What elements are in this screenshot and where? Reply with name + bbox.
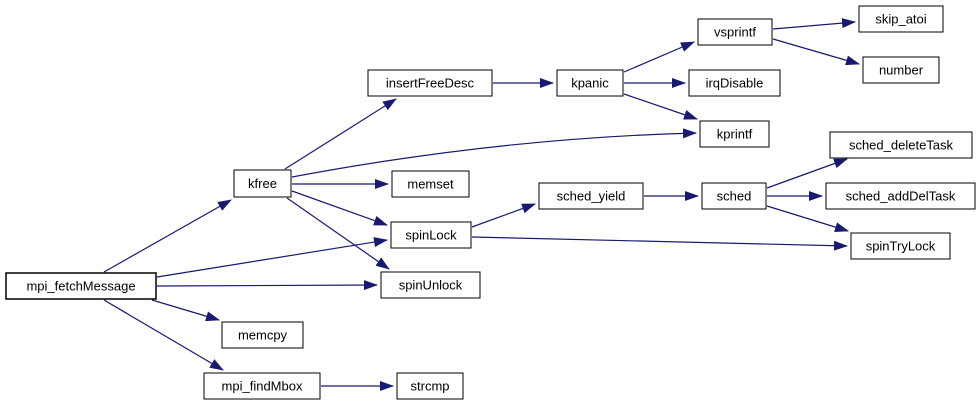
node-box[interactable]	[233, 169, 292, 198]
node-box[interactable]	[699, 120, 770, 148]
edge-kfree-to-insertFreeDesc	[284, 98, 397, 170]
node-spinUnlock[interactable]: spinUnlock	[380, 271, 481, 299]
node-kprintf[interactable]: kprintf	[699, 120, 770, 148]
node-skip_atoi[interactable]: skip_atoi	[858, 5, 944, 33]
node-box[interactable]	[688, 69, 781, 97]
edge-vsprintf-to-skip_atoi	[772, 18, 856, 30]
node-label: sched_addDelTask	[846, 189, 956, 204]
node-label: spinTryLock	[866, 239, 936, 254]
node-label: spinLock	[405, 228, 457, 243]
node-irqDisable[interactable]: irqDisable	[688, 69, 781, 97]
node-box	[5, 272, 157, 300]
node-label: kprintf	[717, 127, 753, 142]
node-box[interactable]	[697, 18, 773, 46]
node-label: mpi_findMbox	[222, 379, 303, 394]
edge-mpi_fetchMessage-to-memcpy	[151, 299, 220, 322]
node-box[interactable]	[367, 69, 493, 97]
node-label: kfree	[248, 176, 277, 191]
node-label: mpi_fetchMessage	[26, 279, 135, 294]
node-sched_deleteTask[interactable]: sched_deleteTask	[829, 131, 973, 159]
node-strcmp[interactable]: strcmp	[396, 372, 464, 400]
edge-kpanic-to-kprintf	[623, 93, 698, 120]
node-label: memcpy	[238, 328, 288, 343]
edge-mpi_fetchMessage-to-spinLock	[156, 237, 388, 278]
edge-sched-to-spinTryLock	[766, 205, 849, 232]
node-spinLock[interactable]: spinLock	[390, 221, 472, 249]
node-label: kpanic	[571, 76, 609, 91]
node-box[interactable]	[396, 372, 464, 400]
node-box[interactable]	[862, 56, 940, 84]
node-label: strcmp	[411, 379, 450, 394]
node-box[interactable]	[391, 170, 470, 198]
node-insertFreeDesc[interactable]: insertFreeDesc	[367, 69, 493, 97]
node-label: number	[879, 63, 924, 78]
node-kfree[interactable]: kfree	[233, 169, 292, 198]
edge-sched-to-sched_deleteTask	[766, 158, 848, 189]
edge-mpi_fetchMessage-to-mpi_findMbox	[103, 299, 224, 371]
node-kpanic[interactable]: kpanic	[556, 69, 624, 97]
node-label: sched_yield	[557, 189, 626, 204]
node-sched_yield[interactable]: sched_yield	[538, 182, 644, 210]
node-label: irqDisable	[706, 76, 764, 91]
edge-spinLock-to-sched_yield	[471, 203, 536, 228]
node-mpi_findMbox[interactable]: mpi_findMbox	[203, 372, 321, 400]
node-box[interactable]	[701, 182, 767, 210]
node-box[interactable]	[556, 69, 624, 97]
node-spinTryLock[interactable]: spinTryLock	[850, 232, 951, 260]
node-label: spinUnlock	[399, 278, 463, 293]
node-label: skip_atoi	[875, 12, 926, 27]
node-sched_addDelTask[interactable]: sched_addDelTask	[825, 182, 976, 210]
node-box[interactable]	[203, 372, 321, 400]
node-box[interactable]	[858, 5, 944, 33]
node-box[interactable]	[380, 271, 481, 299]
node-label: sched_deleteTask	[849, 138, 954, 153]
edge-mpi_fetchMessage-to-kfree	[103, 199, 232, 273]
node-label: insertFreeDesc	[386, 76, 475, 91]
edge-kfree-to-spinUnlock	[286, 197, 390, 270]
edge-kfree-to-spinLock	[291, 190, 388, 226]
node-label: memset	[407, 177, 454, 192]
node-number[interactable]: number	[862, 56, 940, 84]
node-label: sched	[717, 189, 752, 204]
edge-vsprintf-to-number	[772, 38, 860, 66]
node-vsprintf[interactable]: vsprintf	[697, 18, 773, 46]
node-box[interactable]	[825, 182, 976, 210]
node-box[interactable]	[221, 321, 304, 349]
edge-mpi_fetchMessage-to-spinUnlock	[156, 280, 378, 291]
edge-spinLock-to-spinTryLock	[471, 236, 848, 251]
edge-kfree-to-kprintf	[291, 128, 697, 178]
node-mpi_fetchMessage: mpi_fetchMessage	[5, 272, 157, 300]
node-sched[interactable]: sched	[701, 182, 767, 210]
node-box[interactable]	[390, 221, 472, 249]
node-memcpy[interactable]: memcpy	[221, 321, 304, 349]
edge-kpanic-to-vsprintf	[623, 41, 695, 73]
node-label: vsprintf	[714, 25, 756, 40]
node-box[interactable]	[829, 131, 973, 159]
node-box[interactable]	[538, 182, 644, 210]
node-box[interactable]	[850, 232, 951, 260]
node-memset[interactable]: memset	[391, 170, 470, 198]
